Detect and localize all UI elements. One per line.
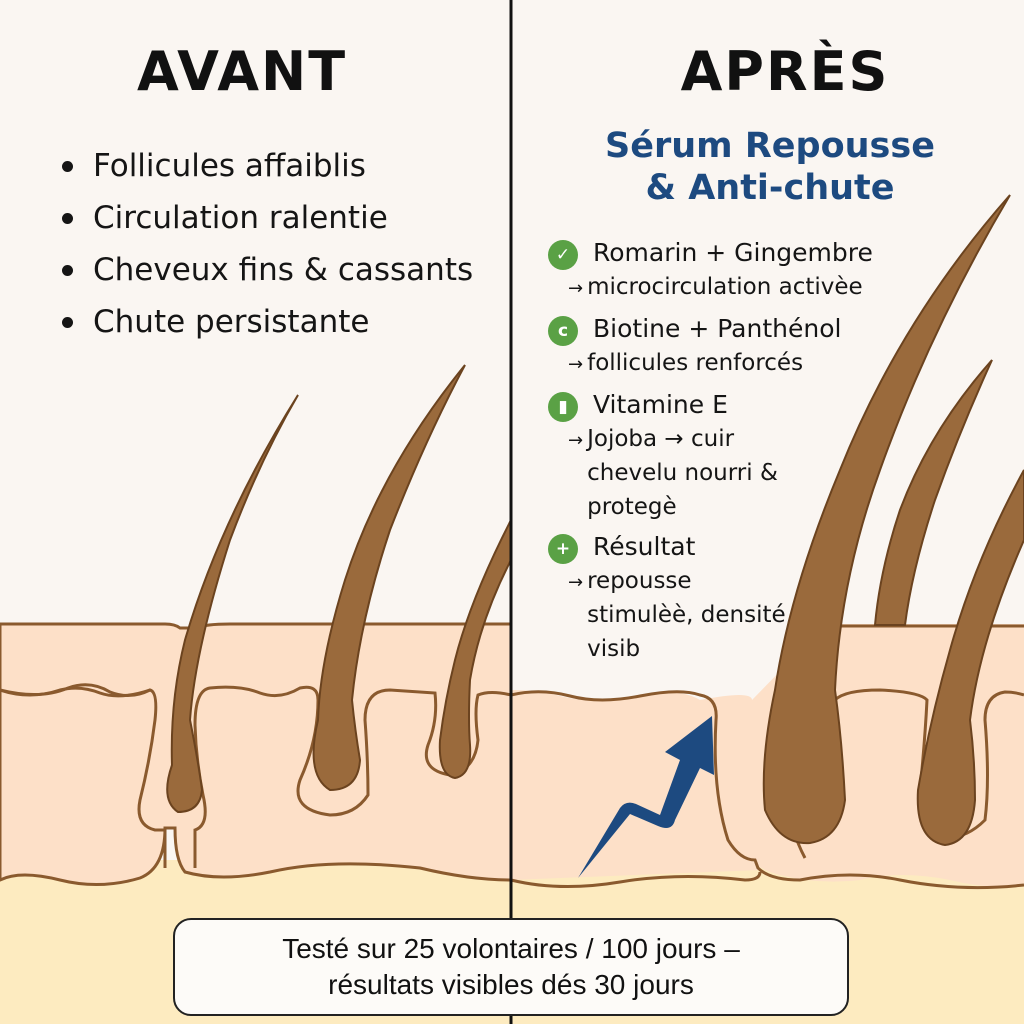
hair-after-1 (762, 194, 1011, 845)
product-name-line1: Sérum Repousse (605, 126, 935, 166)
benefit-item-biotine: c Biotine + Panthénol →follicules renfor… (548, 312, 908, 382)
benefit-item-romarin: ✓ Romarin + Gingembre →microcirculation … (548, 236, 908, 306)
benefit-description: Jojoba → cuir chevelu nourri & protegè (587, 426, 778, 520)
benefit-heading: Biotine + Panthénol (593, 314, 842, 343)
before-item: Cheveux fins & cassants (58, 244, 473, 296)
benefit-item-vitamine-e: ▮ Vitamine E →Jojoba → cuir chevelu nour… (548, 388, 908, 524)
benefit-description: repousse stimulèè, densité visib (587, 568, 786, 662)
benefit-heading: Résultat (593, 532, 696, 561)
bullet-icon (62, 160, 73, 172)
note-line2: résultats visibles dés 30 jours (328, 969, 694, 1000)
benefit-description: microcirculation activèe (587, 274, 863, 300)
before-item: Chute persistante (58, 296, 473, 348)
before-item: Follicules affaiblis (58, 140, 473, 192)
growth-arrow-icon (578, 716, 714, 878)
arrow-right-icon: → (568, 572, 584, 593)
drop-icon: ▮ (548, 392, 578, 422)
hair-after-3 (916, 469, 1024, 847)
clinical-test-note: Testé sur 25 volontaires / 100 jours – r… (173, 918, 849, 1016)
product-name: Sérum Repousse & Anti-chute (560, 125, 980, 209)
bullet-icon (62, 264, 73, 276)
before-symptom-list: Follicules affaiblis Circulation ralenti… (58, 140, 473, 348)
note-line1: Testé sur 25 volontaires / 100 jours – (282, 933, 740, 964)
benefit-heading: Romarin + Gingembre (593, 238, 873, 267)
hair-before-2 (312, 364, 466, 792)
product-name-line2: & Anti-chute (645, 168, 895, 208)
after-title: APRÈS (680, 40, 890, 103)
hair-before-1 (166, 394, 299, 814)
plus-icon: + (548, 534, 578, 564)
bullet-icon (62, 212, 73, 224)
before-item: Circulation ralentie (58, 192, 473, 244)
capsule-icon: c (548, 316, 578, 346)
bullet-icon (62, 316, 73, 328)
benefit-description: follicules renforcés (587, 350, 804, 376)
after-skin (510, 194, 1024, 890)
arrow-right-icon: → (568, 430, 584, 451)
benefit-list: ✓ Romarin + Gingembre →microcirculation … (548, 236, 908, 672)
hair-after-2 (873, 359, 993, 626)
arrow-right-icon: → (568, 354, 584, 375)
benefit-heading: Vitamine E (593, 390, 728, 419)
arrow-right-icon: → (568, 278, 584, 299)
hair-before-3 (438, 519, 512, 780)
before-title: AVANT (136, 40, 348, 103)
before-skin (0, 364, 513, 886)
leaf-check-icon: ✓ (548, 240, 578, 270)
benefit-item-resultat: + Résultat →repousse stimulèè, densité v… (548, 530, 908, 666)
